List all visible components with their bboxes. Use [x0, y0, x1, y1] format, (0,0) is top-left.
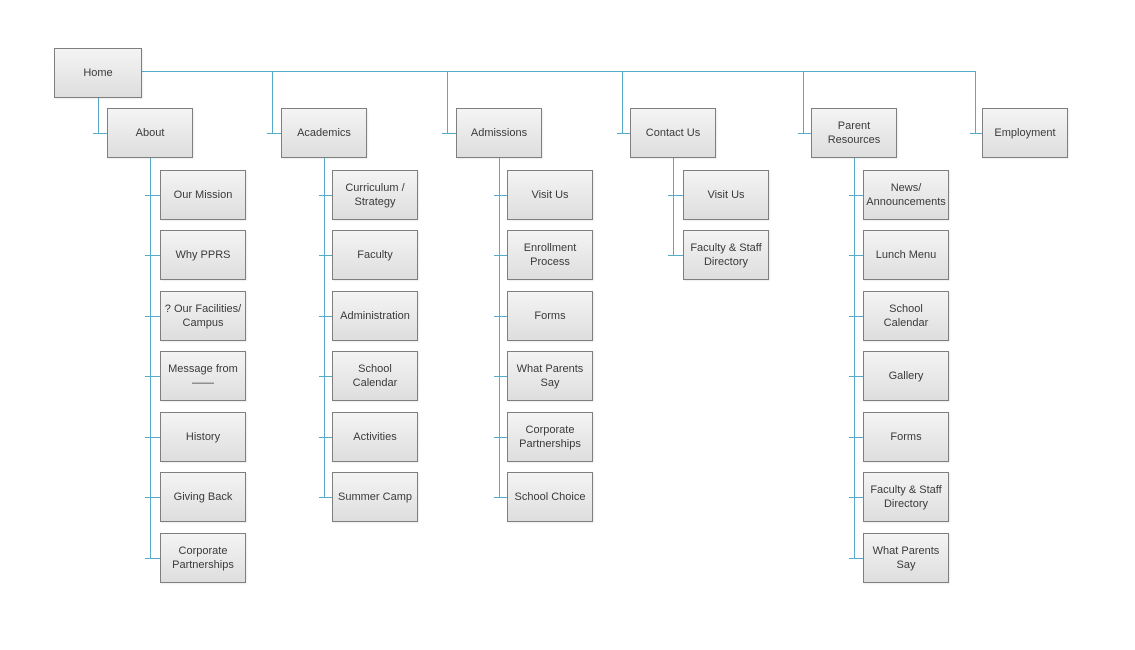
connector-elbow-parent-resources: [798, 133, 811, 134]
connector-child-elbow-parent-resources-6: [849, 558, 863, 559]
node-employment[interactable]: Employment: [982, 108, 1068, 158]
node-contact-us-child-1[interactable]: Faculty & Staff Directory: [683, 230, 769, 280]
node-academics-child-4[interactable]: Activities: [332, 412, 418, 462]
connector-child-elbow-parent-resources-5: [849, 497, 863, 498]
node-admissions-child-5[interactable]: School Choice: [507, 472, 593, 522]
node-about-child-5[interactable]: Giving Back: [160, 472, 246, 522]
connector-child-elbow-academics-5: [319, 497, 332, 498]
node-admissions[interactable]: Admissions: [456, 108, 542, 158]
connector-child-elbow-about-5: [145, 497, 160, 498]
node-parent-resources-child-5[interactable]: Faculty & Staff Directory: [863, 472, 949, 522]
connector-trunk-about: [150, 158, 151, 559]
connector-child-elbow-about-3: [145, 376, 160, 377]
connector-drop-contact-us: [622, 71, 623, 134]
connector-drop-academics: [272, 71, 273, 134]
connector-child-elbow-admissions-4: [494, 437, 507, 438]
node-parent-resources[interactable]: Parent Resources: [811, 108, 897, 158]
node-parent-resources-child-3[interactable]: Gallery: [863, 351, 949, 401]
connector-drop-parent-resources: [803, 71, 804, 134]
node-home[interactable]: Home: [54, 48, 142, 98]
connector-child-elbow-parent-resources-1: [849, 255, 863, 256]
node-about-child-2[interactable]: ? Our Facilities/ Campus: [160, 291, 246, 341]
node-about-child-0[interactable]: Our Mission: [160, 170, 246, 220]
connector-trunk-contact-us: [673, 158, 674, 256]
connector-child-elbow-contact-us-1: [668, 255, 683, 256]
connector-child-elbow-parent-resources-2: [849, 316, 863, 317]
node-admissions-child-0[interactable]: Visit Us: [507, 170, 593, 220]
connector-trunk-admissions: [499, 158, 500, 498]
connector-child-elbow-admissions-0: [494, 195, 507, 196]
node-academics[interactable]: Academics: [281, 108, 367, 158]
connector-child-elbow-about-4: [145, 437, 160, 438]
connector-drop-about: [98, 98, 99, 134]
connector-child-elbow-academics-3: [319, 376, 332, 377]
connector-elbow-employment: [970, 133, 982, 134]
connector-child-elbow-admissions-2: [494, 316, 507, 317]
connector-elbow-about: [93, 133, 107, 134]
node-academics-child-0[interactable]: Curriculum / Strategy: [332, 170, 418, 220]
connector-child-elbow-about-2: [145, 316, 160, 317]
node-parent-resources-child-4[interactable]: Forms: [863, 412, 949, 462]
node-about[interactable]: About: [107, 108, 193, 158]
connector-child-elbow-academics-1: [319, 255, 332, 256]
node-admissions-child-4[interactable]: Corporate Partnerships: [507, 412, 593, 462]
node-about-child-3[interactable]: Message from ——: [160, 351, 246, 401]
connector-child-elbow-admissions-1: [494, 255, 507, 256]
connector-child-elbow-admissions-3: [494, 376, 507, 377]
connector-drop-admissions: [447, 71, 448, 134]
connector-child-elbow-contact-us-0: [668, 195, 683, 196]
node-parent-resources-child-6[interactable]: What Parents Say: [863, 533, 949, 583]
connector-child-elbow-parent-resources-3: [849, 376, 863, 377]
connector-child-elbow-about-6: [145, 558, 160, 559]
node-admissions-child-1[interactable]: Enrollment Process: [507, 230, 593, 280]
connector-child-elbow-about-0: [145, 195, 160, 196]
connector-child-elbow-academics-2: [319, 316, 332, 317]
connector-top-line: [142, 71, 976, 72]
node-contact-us-child-0[interactable]: Visit Us: [683, 170, 769, 220]
node-admissions-child-3[interactable]: What Parents Say: [507, 351, 593, 401]
node-contact-us[interactable]: Contact Us: [630, 108, 716, 158]
connector-child-elbow-about-1: [145, 255, 160, 256]
node-about-child-1[interactable]: Why PPRS: [160, 230, 246, 280]
connector-child-elbow-admissions-5: [494, 497, 507, 498]
connector-child-elbow-parent-resources-4: [849, 437, 863, 438]
connector-trunk-parent-resources: [854, 158, 855, 559]
connector-drop-employment: [975, 71, 976, 134]
node-academics-child-3[interactable]: School Calendar: [332, 351, 418, 401]
node-parent-resources-child-1[interactable]: Lunch Menu: [863, 230, 949, 280]
connector-elbow-academics: [267, 133, 281, 134]
connector-elbow-contact-us: [617, 133, 630, 134]
connector-child-elbow-academics-4: [319, 437, 332, 438]
node-admissions-child-2[interactable]: Forms: [507, 291, 593, 341]
connector-elbow-admissions: [442, 133, 456, 134]
node-about-child-4[interactable]: History: [160, 412, 246, 462]
node-about-child-6[interactable]: Corporate Partnerships: [160, 533, 246, 583]
node-academics-child-2[interactable]: Administration: [332, 291, 418, 341]
node-parent-resources-child-2[interactable]: School Calendar: [863, 291, 949, 341]
node-academics-child-5[interactable]: Summer Camp: [332, 472, 418, 522]
connector-child-elbow-parent-resources-0: [849, 195, 863, 196]
connector-trunk-academics: [324, 158, 325, 498]
node-parent-resources-child-0[interactable]: News/ Announcements: [863, 170, 949, 220]
node-academics-child-1[interactable]: Faculty: [332, 230, 418, 280]
connector-child-elbow-academics-0: [319, 195, 332, 196]
